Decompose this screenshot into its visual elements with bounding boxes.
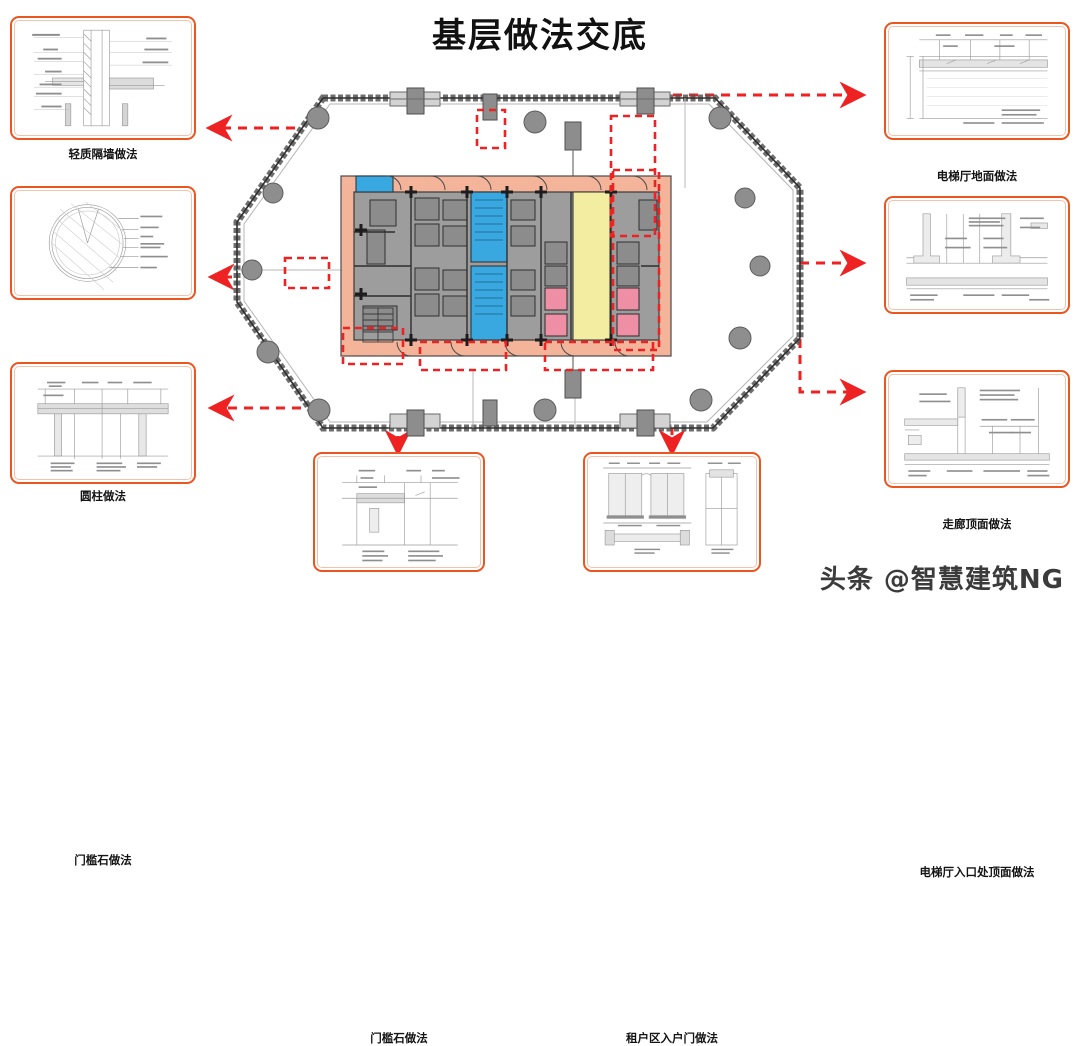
callout-detail-image <box>14 366 192 480</box>
callout-label: 租户区入户门做法 <box>626 1031 718 1045</box>
stair-shafts <box>355 175 508 341</box>
restroom-zones <box>544 287 640 337</box>
callout-threshold-stone-bottom[interactable]: 门槛石做法 <box>313 452 485 1045</box>
callout-elevator-entry-ceiling[interactable]: 电梯厅入口处顶面做法 <box>884 370 1070 879</box>
callout-label: 圆柱做法 <box>80 489 126 503</box>
slide-canvas: 基层做法交底 <box>10 16 1070 1045</box>
stair-run <box>362 307 394 343</box>
callout-detail-image <box>888 26 1066 136</box>
callout-label: 走廊顶面做法 <box>942 517 1012 531</box>
callout-detail-image <box>14 20 192 136</box>
building-core <box>340 175 672 357</box>
callout-detail-image <box>587 456 757 568</box>
highlight-boxes <box>283 108 661 372</box>
perimeter-columns <box>241 106 771 422</box>
page-title: 基层做法交底 <box>432 16 648 56</box>
callout-detail-image <box>14 190 192 296</box>
callout-tenant-entry-door[interactable]: 租户区入户门做法 <box>583 452 761 1045</box>
elevator-lobby-zone <box>572 191 611 341</box>
callout-light-partition-wall[interactable]: 轻质隔墙做法 <box>10 16 196 161</box>
callout-elevator-lobby-floor[interactable]: 电梯厅地面做法 <box>884 22 1070 183</box>
elevator-cabs <box>362 197 658 331</box>
callout-detail-image <box>317 456 481 568</box>
callout-label: 电梯厅地面做法 <box>936 169 1018 183</box>
callout-detail-image <box>888 200 1066 310</box>
callout-label: 轻质隔墙做法 <box>68 147 138 161</box>
watermark: 头条 @智慧建筑NG <box>819 565 1064 595</box>
callout-label: 门槛石做法 <box>74 853 132 867</box>
callout-detail-image <box>888 374 1066 484</box>
callout-corridor-ceiling[interactable]: 走廊顶面做法 <box>884 196 1070 531</box>
facade-units <box>389 87 671 437</box>
core-walls <box>354 192 659 340</box>
callout-round-column[interactable]: 圆柱做法 <box>10 186 196 503</box>
callout-label: 电梯厅入口处顶面做法 <box>919 865 1035 879</box>
door-swings <box>386 175 648 357</box>
callout-label: 门槛石做法 <box>370 1031 428 1045</box>
callout-threshold-stone-left[interactable]: 门槛石做法 <box>10 362 196 867</box>
floor-plan[interactable] <box>215 70 825 460</box>
